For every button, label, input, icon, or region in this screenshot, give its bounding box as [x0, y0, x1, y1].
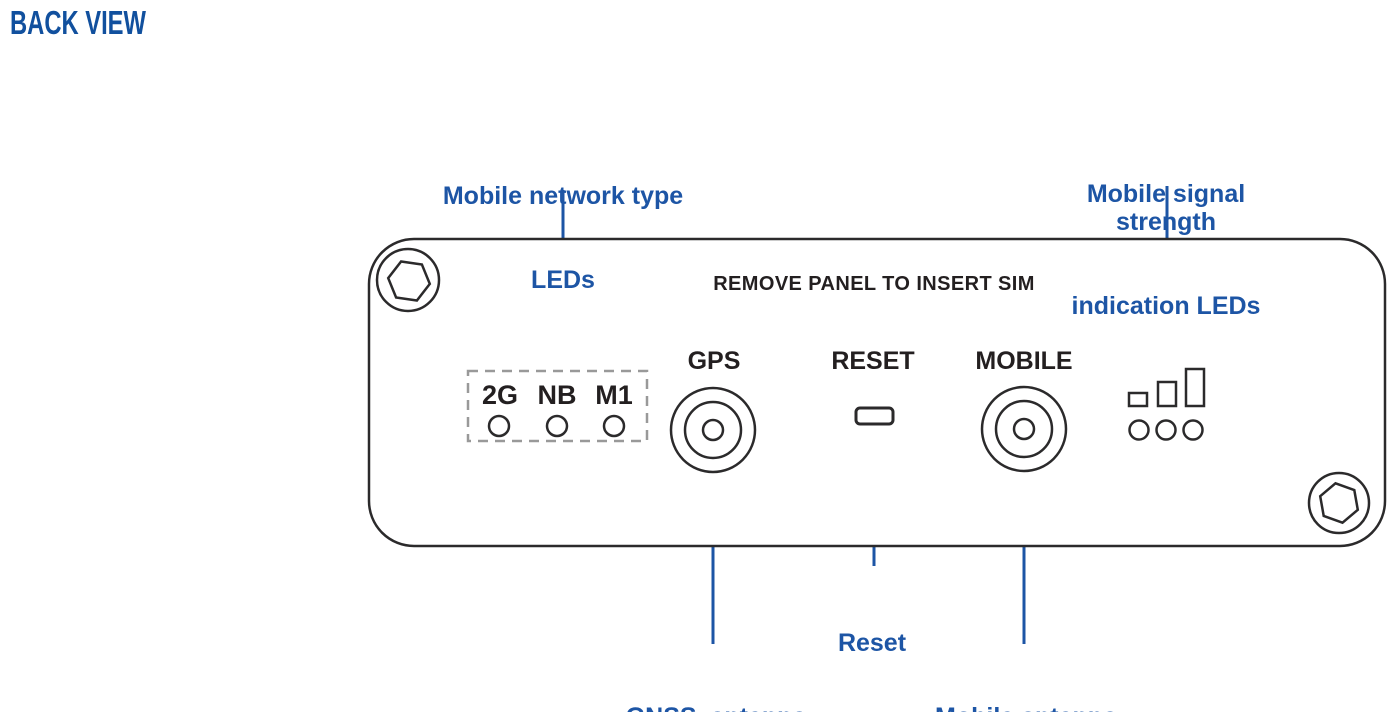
- signal-strength-leds-icon: [1127, 367, 1206, 441]
- signal-led-2: [1155, 419, 1177, 441]
- connector-outer-ring: [980, 385, 1068, 473]
- led-2g-icon: [487, 414, 511, 438]
- signal-bar-low: [1127, 391, 1149, 408]
- hex-screw-bottom-right-icon: [1307, 471, 1371, 535]
- connector-middle-ring: [994, 399, 1054, 459]
- signal-bar-high: [1184, 367, 1206, 408]
- reset-port-label: RESET: [831, 347, 915, 375]
- led-m1-icon: [602, 414, 626, 438]
- annotation-reset-button: Reset button: [833, 573, 911, 712]
- connector-center-pin: [1012, 417, 1036, 441]
- signal-bar-medium: [1156, 380, 1178, 408]
- page-title: BACK VIEW: [10, 4, 146, 41]
- screw-hex-socket: [1318, 481, 1360, 525]
- annotation-line: indication LEDs: [1071, 292, 1261, 320]
- annotation-mobile-connector: Mobile antenna connector: [935, 647, 1117, 712]
- gps-port-label: GPS: [687, 347, 741, 375]
- connector-center-pin: [701, 418, 725, 442]
- annotation-line: Mobile signal strength: [1086, 180, 1253, 236]
- mobile-antenna-connector-icon: [980, 385, 1068, 473]
- network-type-leds-dashed-box: [466, 369, 649, 443]
- led-label-nb: NB: [537, 380, 577, 410]
- signal-led-1: [1128, 419, 1150, 441]
- screw-ring: [375, 247, 441, 313]
- reset-button-icon: [854, 406, 895, 426]
- annotation-signal-strength-leds: Mobile signal strength indication LEDs: [1049, 124, 1283, 376]
- led-label-2g: 2G: [481, 380, 519, 410]
- annotation-line: Mobile antenna: [935, 703, 1117, 712]
- annotation-network-type-leds: Mobile network type LEDs: [443, 126, 683, 350]
- device-panel-outline: [367, 237, 1387, 548]
- screw-hex-socket: [386, 260, 432, 302]
- annotation-gnss-connector: GNSS antenna connector: [626, 647, 807, 712]
- mobile-port-label: MOBILE: [975, 347, 1073, 375]
- led-label-m1: M1: [595, 380, 633, 410]
- screw-ring: [1307, 471, 1371, 535]
- gps-antenna-connector-icon: [669, 386, 757, 474]
- annotation-line: GNSS antenna: [626, 703, 807, 712]
- annotation-line: Reset: [837, 629, 907, 657]
- led-nb-icon: [545, 414, 569, 438]
- annotation-line: LEDs: [531, 266, 595, 294]
- connector-outer-ring: [669, 386, 757, 474]
- signal-led-3: [1182, 419, 1204, 441]
- sim-notice-label: REMOVE PANEL TO INSERT SIM: [713, 273, 1035, 295]
- hex-screw-top-left-icon: [375, 247, 441, 313]
- connector-middle-ring: [683, 400, 743, 460]
- annotation-line: Mobile network type: [442, 182, 684, 210]
